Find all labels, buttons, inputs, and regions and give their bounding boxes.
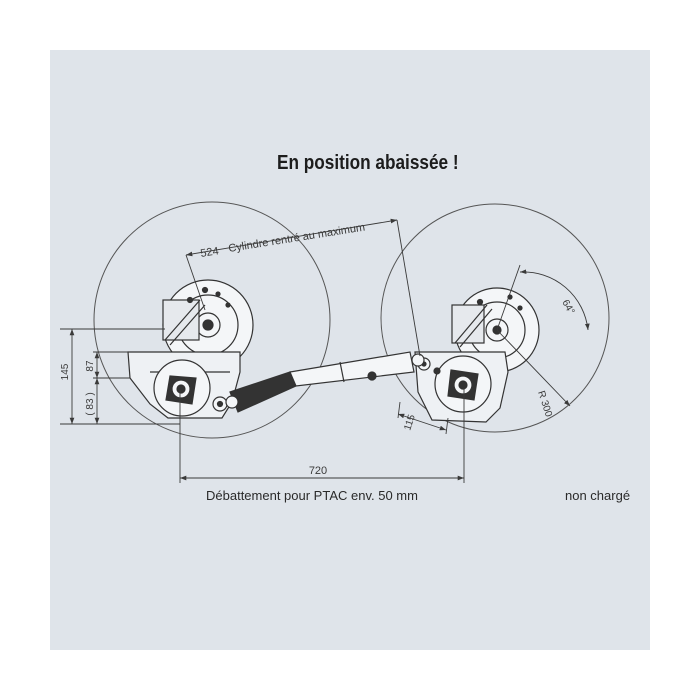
travel-caption: Débattement pour PTAC env. 50 mm — [206, 488, 418, 503]
radius-label: R 300 — [535, 390, 554, 419]
cylinder-note-label: Cylindre rentré au maximum — [228, 221, 366, 254]
leveling-cylinder — [225, 351, 425, 413]
dim-87-label: 87 — [85, 360, 96, 372]
dim-720-label: 720 — [309, 465, 327, 477]
drawing-title: En position abaissée ! — [277, 152, 459, 174]
left-hub-assembly — [127, 279, 254, 419]
unloaded-caption: non chargé — [565, 488, 631, 503]
drawing-panel — [50, 50, 650, 650]
right-wheel-outline — [380, 203, 610, 433]
dim-83-label: ( 83 ) — [85, 392, 96, 415]
angle-label: 64° — [559, 298, 576, 317]
left-wheel-outline — [93, 201, 331, 439]
dim-115-label: 115 — [402, 413, 418, 432]
dim-524-label: 524 — [200, 245, 220, 260]
dimension-lines — [60, 218, 590, 483]
dim-145-label: 145 — [60, 363, 71, 380]
